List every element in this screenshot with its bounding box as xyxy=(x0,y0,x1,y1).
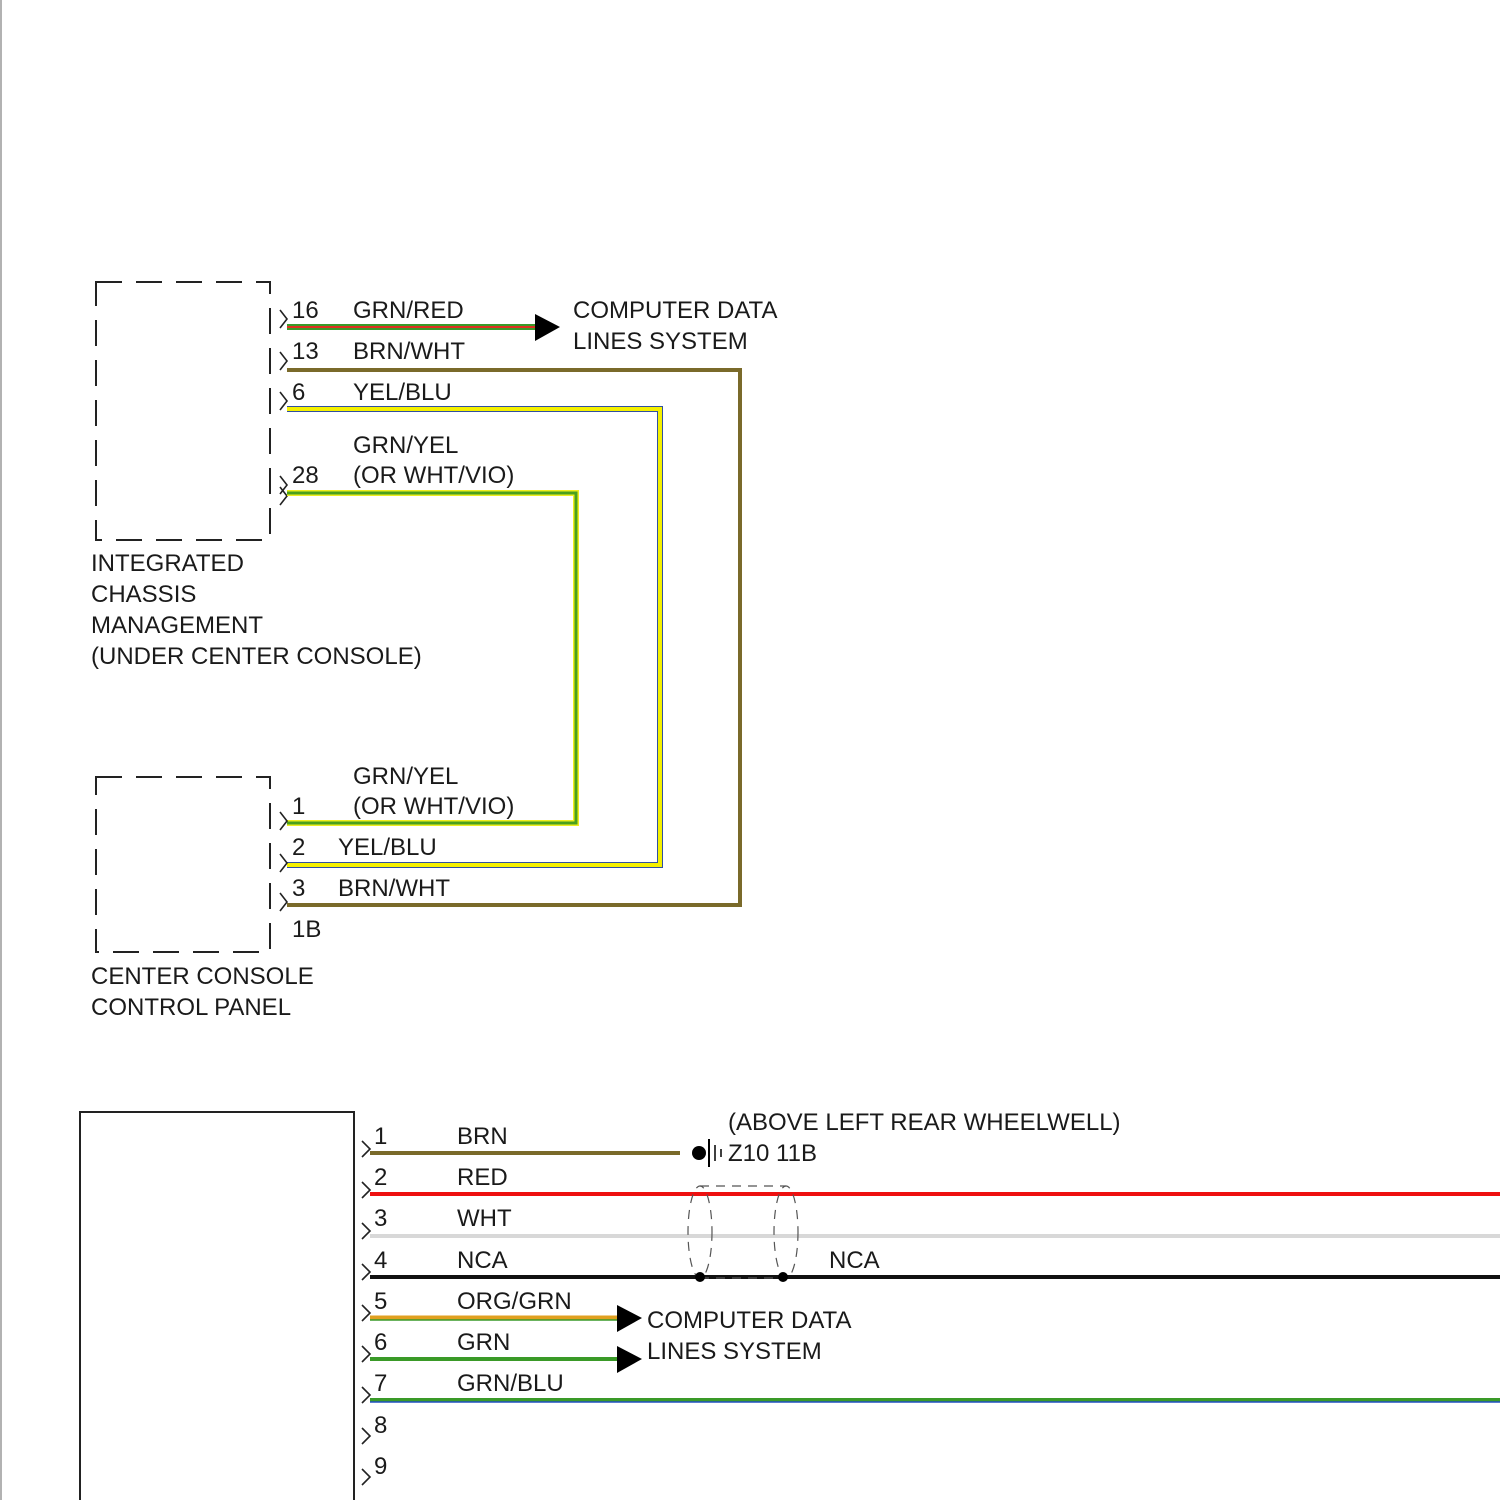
icm-wire-label-13: BRN/WHT xyxy=(353,338,465,365)
splice-dot-right xyxy=(778,1272,788,1282)
ccp-wire-label-1-line2: (OR WHT/VIO) xyxy=(353,793,514,820)
ground-symbol-icon xyxy=(692,1139,721,1167)
ccp-label-line2: CONTROL PANEL xyxy=(91,994,291,1021)
bottom-pin-3: 3 xyxy=(374,1205,387,1232)
bottom-wire-label-3: WHT xyxy=(457,1205,512,1232)
ccp-connector-ticks xyxy=(280,812,287,911)
icm-pin-16: 16 xyxy=(292,297,319,324)
bottom-module xyxy=(80,1112,354,1500)
bottom-pin-4: 4 xyxy=(374,1247,387,1274)
ccp-pin-2: 2 xyxy=(292,834,305,861)
bottom-pin-2: 2 xyxy=(374,1164,387,1191)
ccp-wire-label-3: BRN/WHT xyxy=(338,875,450,902)
computer-data-top-line2: LINES SYSTEM xyxy=(573,328,748,355)
bottom-wire-label-2: RED xyxy=(457,1164,508,1191)
bottom-pin-7: 7 xyxy=(374,1370,387,1397)
bottom-wire-label-5: ORG/GRN xyxy=(457,1288,572,1315)
arrow-computer-data-bottom-1 xyxy=(617,1305,642,1332)
arrow-computer-data-bottom-2 xyxy=(617,1346,642,1373)
computer-data-bottom-line1: COMPUTER DATA xyxy=(647,1307,851,1334)
ccp-wire-label-2: YEL/BLU xyxy=(338,834,437,861)
bottom-pin-5: 5 xyxy=(374,1288,387,1315)
ccp-label-line1: CENTER CONSOLE xyxy=(91,963,314,990)
bottom-pin-8: 8 xyxy=(374,1412,387,1439)
bottom-wire-label-7: GRN/BLU xyxy=(457,1370,564,1397)
ground-location: (ABOVE LEFT REAR WHEELWELL) xyxy=(728,1109,1121,1136)
computer-data-bottom-line2: LINES SYSTEM xyxy=(647,1338,822,1365)
ccp-connector-id: 1B xyxy=(292,916,321,943)
nca-right-label: NCA xyxy=(829,1247,880,1274)
icm-label-line4: (UNDER CENTER CONSOLE) xyxy=(91,643,422,670)
center-console-module xyxy=(96,777,270,952)
ccp-pin-3: 3 xyxy=(292,875,305,902)
splice-dot-left xyxy=(695,1272,705,1282)
bottom-connector-ticks xyxy=(362,1141,370,1485)
icm-wire-label-6: YEL/BLU xyxy=(353,379,452,406)
bottom-pin-1: 1 xyxy=(374,1123,387,1150)
integrated-chassis-module xyxy=(96,282,270,540)
bottom-wire-label-4: NCA xyxy=(457,1247,508,1274)
bottom-wire-label-1: BRN xyxy=(457,1123,508,1150)
icm-label-line2: CHASSIS xyxy=(91,581,196,608)
ccp-pin-1: 1 xyxy=(292,793,305,820)
icm-wire-label-28-line1: GRN/YEL xyxy=(353,432,458,459)
icm-pin-28: 28 xyxy=(292,462,319,489)
icm-label-line3: MANAGEMENT xyxy=(91,612,263,639)
icm-label-line1: INTEGRATED xyxy=(91,550,244,577)
ground-id: Z10 11B xyxy=(728,1140,817,1167)
computer-data-top-line1: COMPUTER DATA xyxy=(573,297,777,324)
wire-grn-blu xyxy=(370,1400,1500,1402)
icm-wire-label-16: GRN/RED xyxy=(353,297,464,324)
icm-wire-label-28-line2: (OR WHT/VIO) xyxy=(353,462,514,489)
bottom-pin-6: 6 xyxy=(374,1329,387,1356)
icm-pin-13: 13 xyxy=(292,338,319,365)
twisted-pair-shield xyxy=(688,1186,798,1278)
icm-connector-ticks xyxy=(280,310,287,505)
arrow-computer-data-top xyxy=(535,314,560,341)
icm-pin-6: 6 xyxy=(292,379,305,406)
bottom-pin-9: 9 xyxy=(374,1453,387,1480)
ccp-wire-label-1-line1: GRN/YEL xyxy=(353,763,458,790)
bottom-wire-label-6: GRN xyxy=(457,1329,510,1356)
